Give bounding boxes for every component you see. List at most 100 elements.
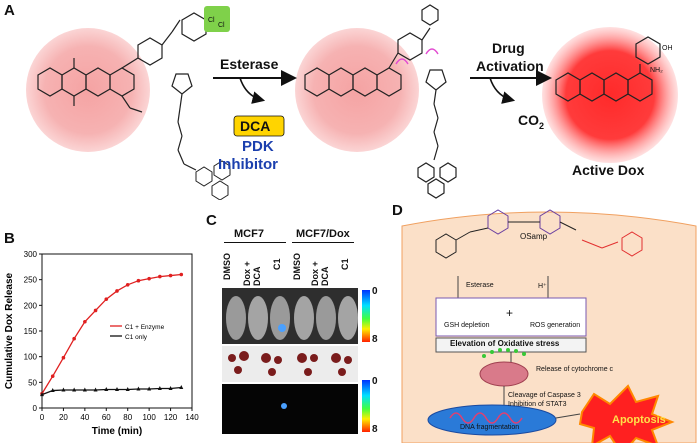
scale-bar-top xyxy=(362,290,370,342)
cytochrome-dots xyxy=(482,348,526,358)
oxidative-stress-label: Elevation of Oxidative stress xyxy=(450,339,560,348)
panel-a-letter: A xyxy=(4,2,15,19)
y-tick-label: 150 xyxy=(24,327,38,336)
caspase-label-1: Cleavage of Caspase 3 xyxy=(508,392,581,399)
scale-top-max: 8 xyxy=(372,334,378,345)
scale-bottom-min: 0 xyxy=(372,376,378,387)
osamp-label: OSamp xyxy=(520,232,548,241)
group-line-2 xyxy=(292,242,354,243)
glow-active-dox xyxy=(542,27,678,163)
data-point-c1-only xyxy=(61,387,66,392)
lane-5: Dox + DCA xyxy=(310,261,330,286)
dca-box xyxy=(233,115,285,137)
data-point-enzyme xyxy=(104,297,109,301)
panel-d-letter: D xyxy=(392,202,403,219)
y-axis-label: Cumulative Dox Release xyxy=(4,272,15,389)
apoptosis-arrow xyxy=(555,413,581,419)
lane-labels: DMSO Dox + DCA C1 DMSO Dox + DCA C1 xyxy=(222,244,358,288)
legend-label-2: C1 only xyxy=(125,334,148,341)
scale-bar-bottom xyxy=(362,380,370,432)
nh2-label: NH₂ xyxy=(650,67,663,74)
y-tick-label: 250 xyxy=(24,276,38,285)
dca-release-arrow xyxy=(239,77,266,104)
apoptosis-burst xyxy=(578,384,675,443)
x-tick-label: 100 xyxy=(142,413,156,422)
organs xyxy=(228,351,352,376)
co2-release-arrow xyxy=(489,77,516,104)
data-point-c1-only xyxy=(104,387,109,392)
panel-c-letter: C xyxy=(206,212,217,229)
h-plus-label: H⁺ xyxy=(538,283,547,290)
x-tick-label: 80 xyxy=(123,413,132,422)
mouse-2 xyxy=(248,296,268,340)
plus-label: + xyxy=(506,306,514,320)
lane-1: DMSO xyxy=(222,253,232,280)
nucleus xyxy=(427,404,557,436)
mouse-4 xyxy=(294,296,314,340)
plot-frame xyxy=(41,253,193,409)
cleavage-arrow-2 xyxy=(425,48,439,55)
data-point-enzyme xyxy=(179,272,184,277)
inhibitor-label: Inhibitor xyxy=(218,156,278,173)
y-tick-label: 100 xyxy=(24,353,38,362)
cleavage-arrow-1 xyxy=(395,58,409,65)
data-point-c1-only xyxy=(147,386,152,391)
drug-label: Drug xyxy=(492,40,525,56)
data-point-c1-only xyxy=(115,387,119,392)
data-point-enzyme xyxy=(83,319,87,324)
x-tick-label: 20 xyxy=(59,413,68,422)
tumor-signal xyxy=(278,324,286,332)
y-tick-label: 50 xyxy=(28,378,37,387)
y-tick-label: 0 xyxy=(33,404,38,413)
x-tick-label: 60 xyxy=(102,413,111,422)
esterase-label: Esterase xyxy=(220,56,279,72)
glow-intermediate xyxy=(295,28,419,152)
structure-prodrug xyxy=(37,12,207,171)
mouse-1 xyxy=(226,296,246,340)
data-point-enzyme xyxy=(72,336,76,341)
x-tick-label: 140 xyxy=(185,413,199,422)
data-point-enzyme xyxy=(115,289,119,293)
fluor-image-panel xyxy=(222,384,358,434)
data-point-c1-only xyxy=(82,387,87,392)
data-point-c1-only xyxy=(50,388,55,393)
caspase-label-2: Inhibition of STAT3 xyxy=(508,401,567,408)
group-mcf7: MCF7 xyxy=(234,228,264,240)
panel-b-letter: B xyxy=(4,230,15,247)
data-point-c1-only xyxy=(157,385,162,390)
active-dox-label: Active Dox xyxy=(572,162,645,178)
data-point-enzyme xyxy=(61,355,66,360)
scale-bottom-max: 8 xyxy=(372,424,378,435)
esterase-d-label: Esterase xyxy=(466,282,494,289)
cytochrome-label: Release of cytochrome c xyxy=(536,366,614,373)
y-tick-label: 200 xyxy=(24,301,38,310)
data-point-enzyme xyxy=(158,274,162,279)
mitochondrion xyxy=(479,361,529,387)
panel-d-schematic xyxy=(401,209,697,443)
lane-4: DMSO xyxy=(292,253,302,280)
x-tick-label: 40 xyxy=(80,413,89,422)
data-point-enzyme xyxy=(50,374,55,378)
scale-top-min: 0 xyxy=(372,286,378,297)
co2-text: CO xyxy=(518,112,539,128)
data-point-c1-only xyxy=(168,385,173,390)
mouse-6 xyxy=(338,296,358,340)
imaging-panel xyxy=(222,288,370,434)
dna-fragmentation-label: DNA fragmentation xyxy=(460,424,520,431)
pdk-label: PDK xyxy=(242,138,274,155)
mouse-3 xyxy=(270,296,290,340)
gsh-ros-box xyxy=(435,297,587,337)
panel-a-scheme: Cl Cl OH NH₂ xyxy=(26,4,678,200)
fluor-signal xyxy=(281,403,287,409)
dna-strand xyxy=(449,412,523,424)
y-tick-label: 300 xyxy=(24,250,38,259)
lane-2: Dox + DCA xyxy=(242,261,262,286)
data-point-c1-only xyxy=(136,386,141,391)
data-point-enzyme xyxy=(136,278,141,283)
x-tick-label: 0 xyxy=(40,413,45,422)
data-point-enzyme xyxy=(168,273,173,278)
structure-intermediate xyxy=(304,4,457,199)
mouse-5 xyxy=(316,296,336,340)
x-tick-label: 120 xyxy=(164,413,178,422)
